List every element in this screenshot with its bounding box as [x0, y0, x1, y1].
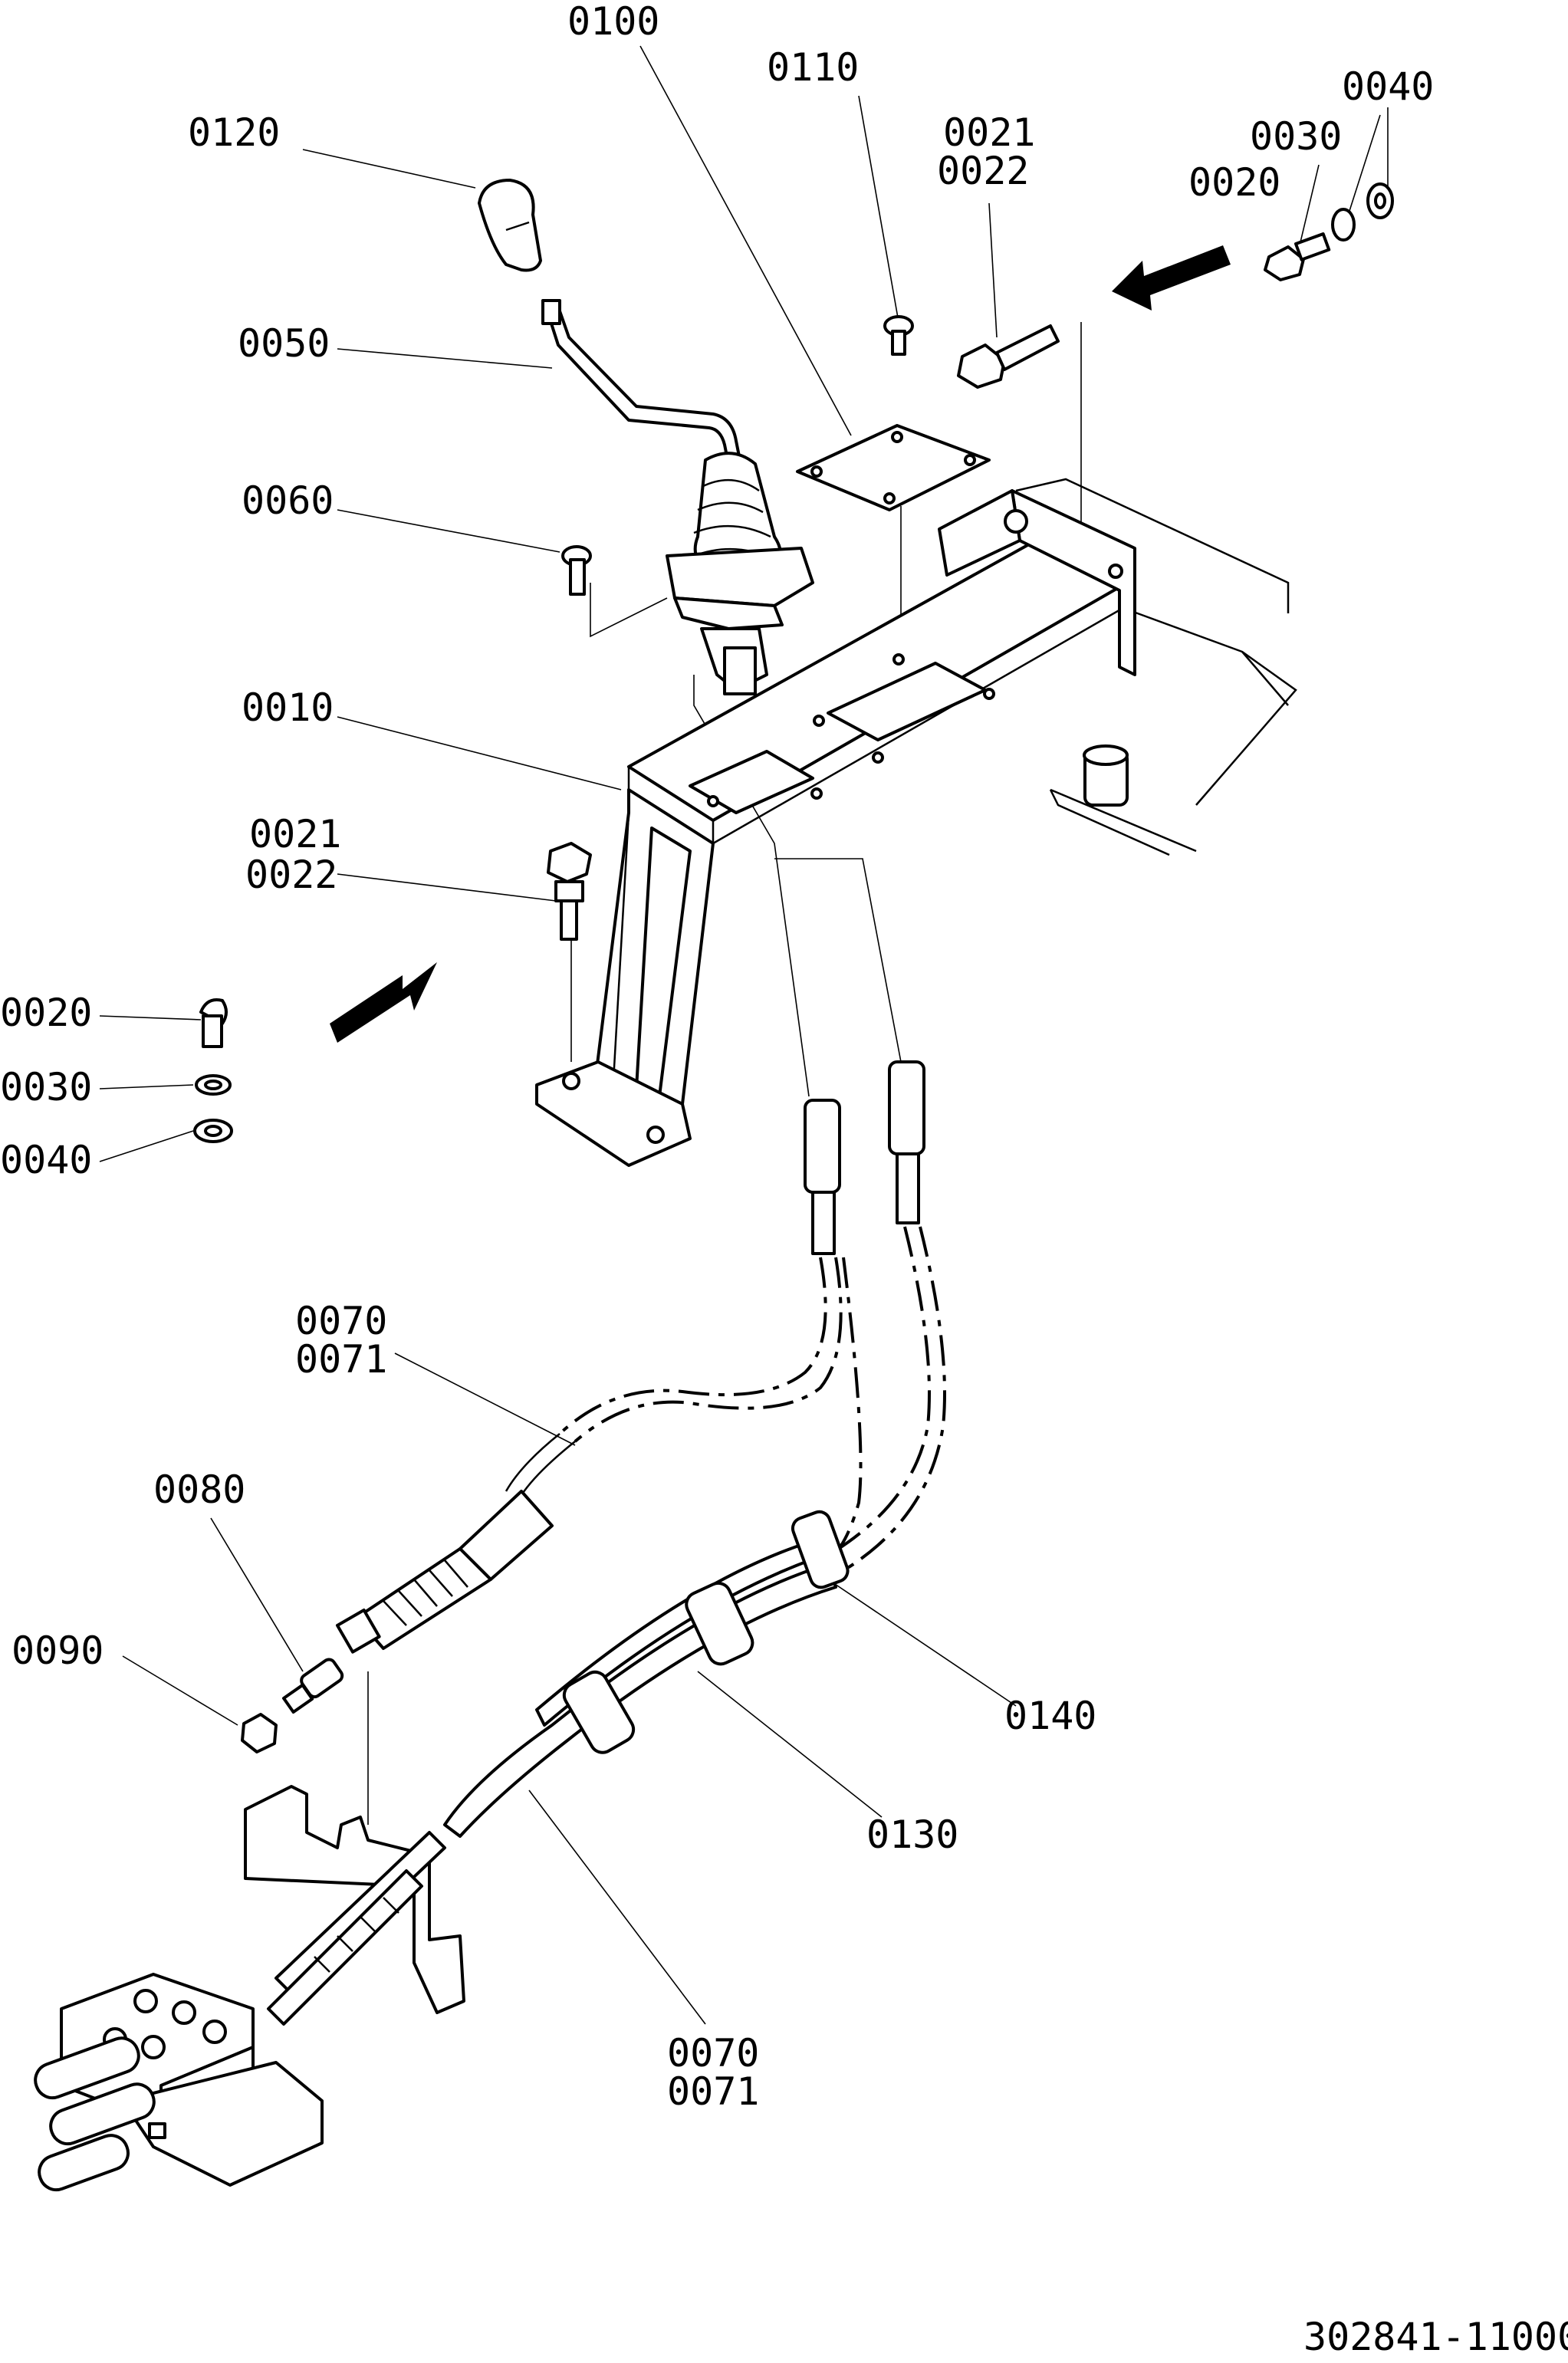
- callout-0021-top: 0021: [943, 110, 1035, 155]
- callout-0120: 0120: [188, 110, 280, 155]
- protective-sleeves: [562, 1510, 850, 1754]
- callout-0030-left: 0030: [0, 1065, 92, 1109]
- knob-0120: [478, 179, 542, 272]
- drawing-number: 302841-11000: [1303, 2315, 1568, 2359]
- callout-0040-left: 0040: [0, 1138, 92, 1182]
- callout-0020-left: 0020: [0, 991, 92, 1035]
- lever-0050: [541, 299, 741, 465]
- washer-0040-top: [1366, 182, 1394, 219]
- callout-0040-top: 0040: [1342, 64, 1434, 109]
- callout-0071-upper: 0071: [295, 1337, 387, 1382]
- lock-washer-0030-left: [195, 1074, 232, 1096]
- callout-0022-mid: 0022: [245, 853, 337, 897]
- control-cables-0070-0071: [336, 1226, 946, 1838]
- callout-0100: 0100: [567, 0, 659, 44]
- callout-0070-upper: 0070: [295, 1299, 387, 1343]
- machine-frame: [1015, 478, 1297, 856]
- callout-0050: 0050: [238, 321, 330, 366]
- screw-0110: [883, 315, 914, 356]
- cover-plate-0100: [796, 424, 991, 511]
- callout-0070-lower: 0070: [667, 2031, 759, 2075]
- mounting-bracket-0010: [535, 489, 1136, 1167]
- screw-0060: [561, 545, 592, 596]
- direction-arrows: [330, 245, 1231, 1043]
- callout-0010: 0010: [242, 685, 334, 730]
- bolt-0020-top: [1264, 232, 1331, 281]
- bolt-0021-mid: [547, 842, 592, 941]
- callout-0071-lower: 0071: [667, 2069, 759, 2114]
- callout-0080: 0080: [153, 1467, 245, 1512]
- bolt-0021-top: [957, 324, 1060, 389]
- callout-0021-mid: 0021: [249, 812, 341, 856]
- lock-washer-0030-top: [1331, 208, 1356, 242]
- callout-0022-top: 0022: [937, 149, 1029, 193]
- control-valve-assembly: [34, 1785, 465, 2192]
- callout-0090: 0090: [12, 1628, 104, 1673]
- callout-0020-top: 0020: [1188, 160, 1280, 205]
- cable-end-fittings: [804, 1060, 925, 1255]
- callout-labels: 0100 0110 0120 0021 0022 0030 0040 0020 …: [0, 0, 1434, 2114]
- rod-end-0080: [282, 1658, 344, 1714]
- callout-0110: 0110: [767, 45, 859, 90]
- callout-0060: 0060: [242, 478, 334, 523]
- bolt-0020-left: [199, 998, 228, 1048]
- washer-0040-left: [193, 1119, 233, 1143]
- callout-0130: 0130: [866, 1813, 958, 1857]
- callout-0140: 0140: [1004, 1694, 1096, 1738]
- leader-lines: [99, 45, 1389, 2025]
- nut-0090: [241, 1713, 278, 1753]
- lever-boot-assembly: [666, 452, 814, 695]
- callout-0030-top: 0030: [1250, 114, 1342, 159]
